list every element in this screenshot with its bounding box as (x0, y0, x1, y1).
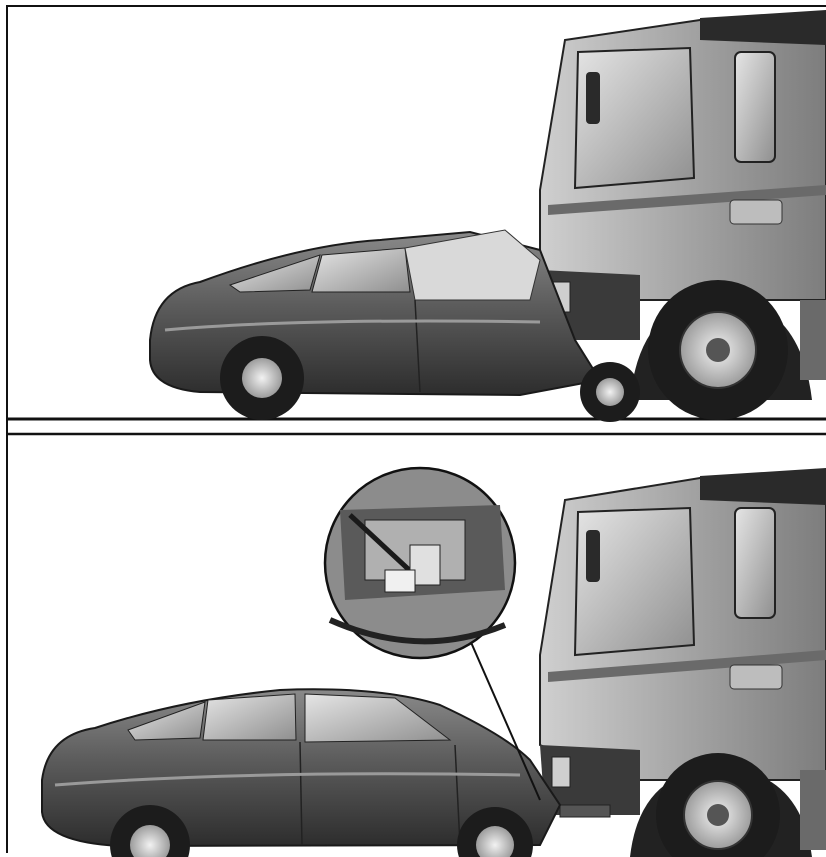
top-panel (6, 10, 826, 422)
truck-bottom (540, 468, 826, 857)
car-bottom (42, 689, 560, 857)
underrun-guard (560, 805, 610, 817)
bottom-panel (42, 468, 826, 857)
